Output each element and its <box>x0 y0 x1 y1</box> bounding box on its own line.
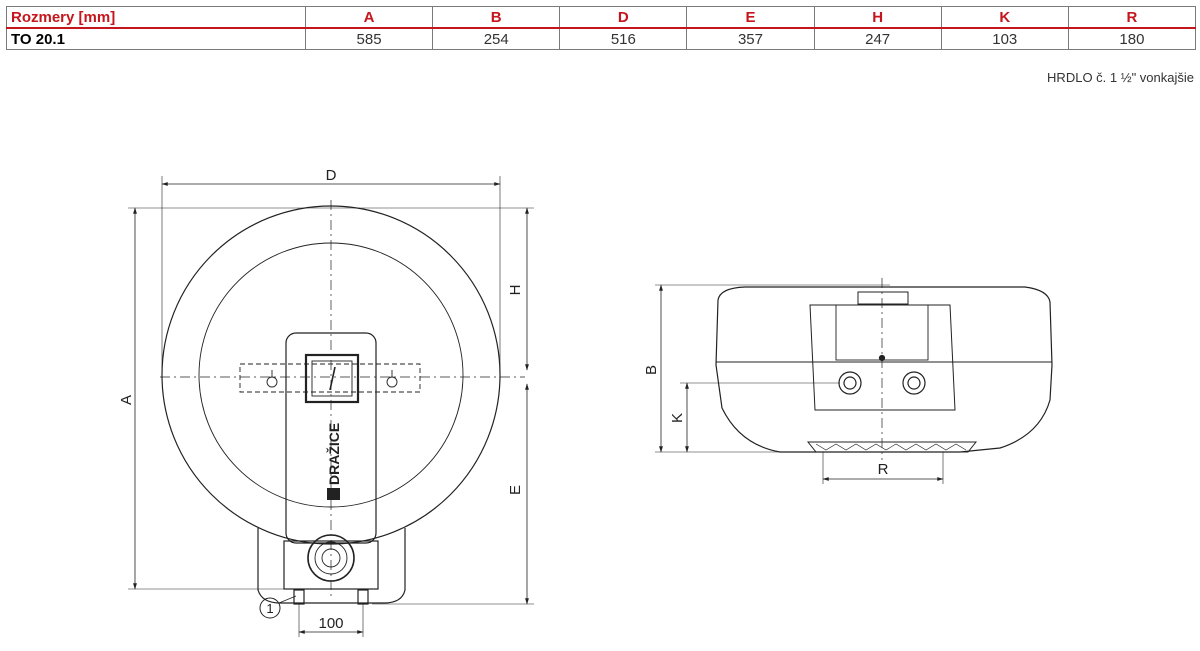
header-cell: E <box>686 6 815 29</box>
table-header-row: Rozmery [mm] A B D E H K R <box>6 6 1197 29</box>
label-width: 100 <box>318 615 343 632</box>
label-d: D <box>326 167 337 184</box>
bracket-hole-left <box>266 376 278 388</box>
callout-circle <box>259 597 281 619</box>
label-e: E <box>507 485 524 495</box>
label-r: R <box>878 461 889 478</box>
side-top-knob <box>857 291 909 305</box>
thermostat-inner <box>311 360 353 397</box>
row-label: TO 20.1 <box>6 27 306 50</box>
dimensions-table: Rozmery [mm] A B D E H K R TO 20.1 585 2… <box>6 6 1197 50</box>
table-cell: 103 <box>940 27 1069 50</box>
label-a: A <box>118 395 135 405</box>
brand-logo-icon <box>327 488 340 500</box>
table-cell: 180 <box>1067 27 1197 50</box>
header-cell: R <box>1067 6 1197 29</box>
connection-note: HRDLO č. 1 ½" vonkajšie <box>1047 70 1194 85</box>
brand-logo: DRAŽICE <box>325 423 342 500</box>
table-cell: 585 <box>304 27 434 50</box>
label-b: B <box>643 365 660 375</box>
side-pipe-left <box>838 371 862 395</box>
side-bracket <box>806 441 978 453</box>
thermostat-box <box>304 353 360 404</box>
tank-foot <box>257 528 406 604</box>
side-body <box>715 286 1053 453</box>
table-cell: 247 <box>813 27 942 50</box>
pipe-right <box>357 589 369 605</box>
table-row: TO 20.1 585 254 516 357 247 103 180 <box>6 27 1197 50</box>
bracket-hole-right <box>386 376 398 388</box>
header-cell: Rozmery [mm] <box>6 6 306 29</box>
front-view <box>128 176 534 637</box>
side-pipe-right <box>902 371 926 395</box>
brand-logo-text: DRAŽICE <box>325 423 342 485</box>
side-view <box>655 278 1053 484</box>
pipe-left <box>293 589 305 605</box>
table-cell: 516 <box>559 27 688 50</box>
header-cell: D <box>559 6 688 29</box>
label-k: K <box>669 413 686 423</box>
wall-bracket <box>239 363 421 393</box>
header-cell: H <box>813 6 942 29</box>
table-cell: 357 <box>686 27 815 50</box>
label-h: H <box>507 285 524 296</box>
callout-label: 1 <box>266 601 273 616</box>
